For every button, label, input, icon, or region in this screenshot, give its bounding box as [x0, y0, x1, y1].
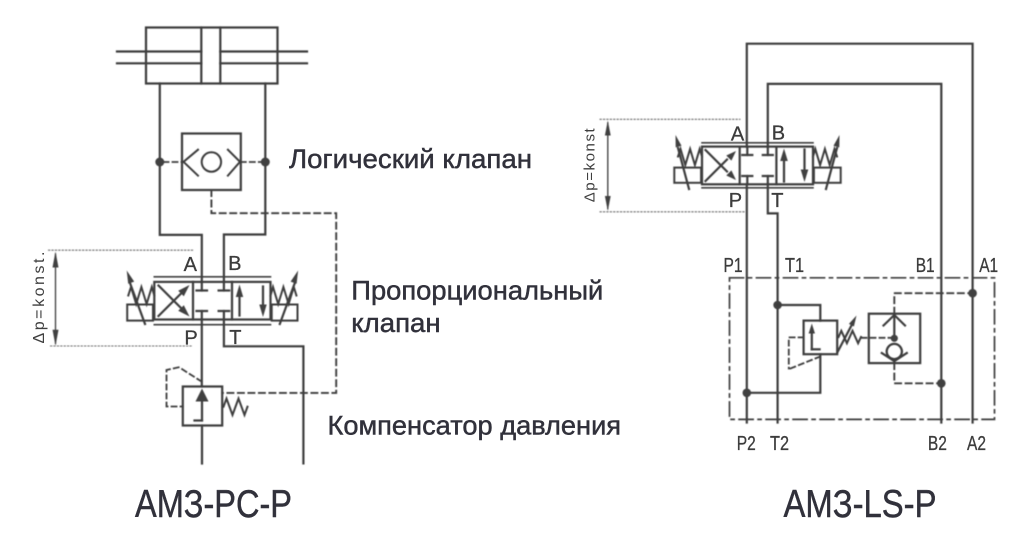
svg-text:B: B: [228, 253, 241, 275]
svg-text:Компенсатор давления: Компенсатор давления: [328, 411, 622, 441]
svg-text:АМЗ-PC-P: АМЗ-PC-P: [135, 483, 292, 526]
svg-text:A: A: [731, 123, 745, 145]
svg-text:Пропорциональный: Пропорциональный: [351, 275, 603, 305]
svg-text:T: T: [229, 327, 241, 349]
svg-text:B2: B2: [928, 433, 947, 455]
svg-text:B1: B1: [916, 255, 935, 277]
svg-text:A: A: [184, 254, 198, 276]
svg-text:T: T: [771, 190, 783, 212]
svg-text:P1: P1: [724, 255, 743, 277]
svg-text:клапан: клапан: [351, 308, 440, 338]
svg-text:P2: P2: [737, 433, 756, 455]
svg-text:Логический клапан: Логический клапан: [289, 144, 532, 174]
svg-text:T2: T2: [770, 433, 789, 455]
svg-text:P: P: [184, 328, 197, 350]
svg-text:A2: A2: [967, 433, 986, 455]
svg-text:P: P: [729, 190, 742, 212]
svg-text:T1: T1: [785, 255, 804, 277]
svg-text:B: B: [772, 123, 785, 145]
svg-text:АМЗ-LS-P: АМЗ-LS-P: [784, 483, 937, 526]
svg-text:A1: A1: [979, 255, 998, 277]
svg-text:Δp=konst: Δp=konst: [582, 127, 599, 202]
